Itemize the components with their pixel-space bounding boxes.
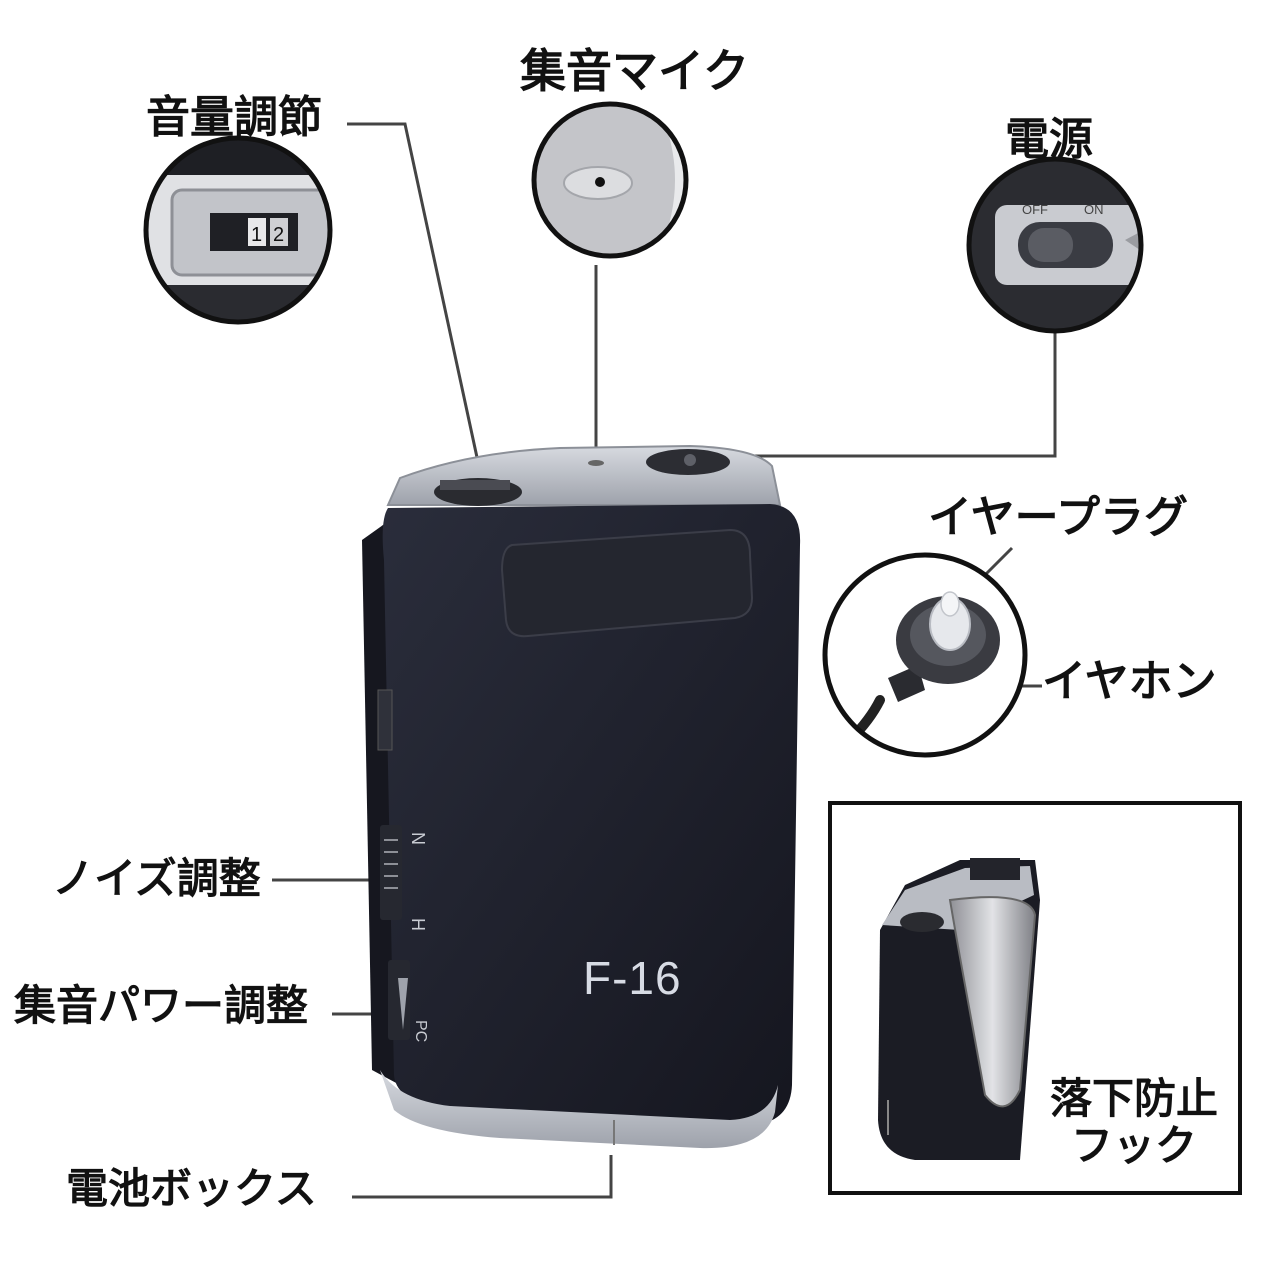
device-front	[382, 504, 801, 1126]
label-volume-control: 音量調節	[146, 92, 322, 143]
mic-hole	[588, 460, 604, 466]
anti-drop-hook	[948, 896, 1037, 1108]
noise-switch	[380, 825, 402, 920]
leader-battery	[352, 1155, 613, 1199]
svg-text:H: H	[408, 918, 428, 931]
label-microphone: 集音マイク	[520, 44, 750, 98]
zoom-earphone	[822, 552, 1028, 758]
label-earplug: イヤープラグ	[928, 492, 1189, 543]
model-number: F-16	[583, 952, 682, 1004]
svg-text:1: 1	[251, 224, 262, 246]
svg-text:PC: PC	[412, 1020, 429, 1042]
label-power: 電源	[1005, 114, 1093, 165]
label-hook-line1: 落下防止	[1049, 1074, 1218, 1123]
device-bottom-trim	[380, 1070, 778, 1149]
leader-volume	[347, 122, 480, 463]
label-collect-power-adjust: 集音パワー調整	[14, 981, 309, 1030]
svg-text:N: N	[408, 832, 428, 845]
zoom-power-switch: OFF ON	[966, 156, 1144, 334]
collect-power-switch	[388, 960, 410, 1040]
device-window	[500, 528, 754, 638]
zoom-volume-dial: 1 2	[143, 135, 333, 325]
label-noise-adjust: ノイズ調整	[52, 854, 261, 903]
inset-back-view	[828, 801, 1242, 1195]
label-battery-box: 電池ボックス	[66, 1164, 317, 1213]
svg-text:ON: ON	[1084, 202, 1104, 217]
label-earphone: イヤホン	[1042, 656, 1217, 707]
zoom-mic	[531, 101, 689, 259]
leader-power	[736, 330, 1057, 458]
hearing-device: N H PC	[362, 444, 801, 1149]
label-anti-drop-hook: 落下防止 フック	[1034, 1075, 1234, 1169]
label-hook-line2: フック	[1070, 1121, 1197, 1171]
svg-text:OFF: OFF	[1022, 202, 1048, 217]
side-button	[377, 689, 393, 751]
svg-text:2: 2	[273, 224, 284, 246]
